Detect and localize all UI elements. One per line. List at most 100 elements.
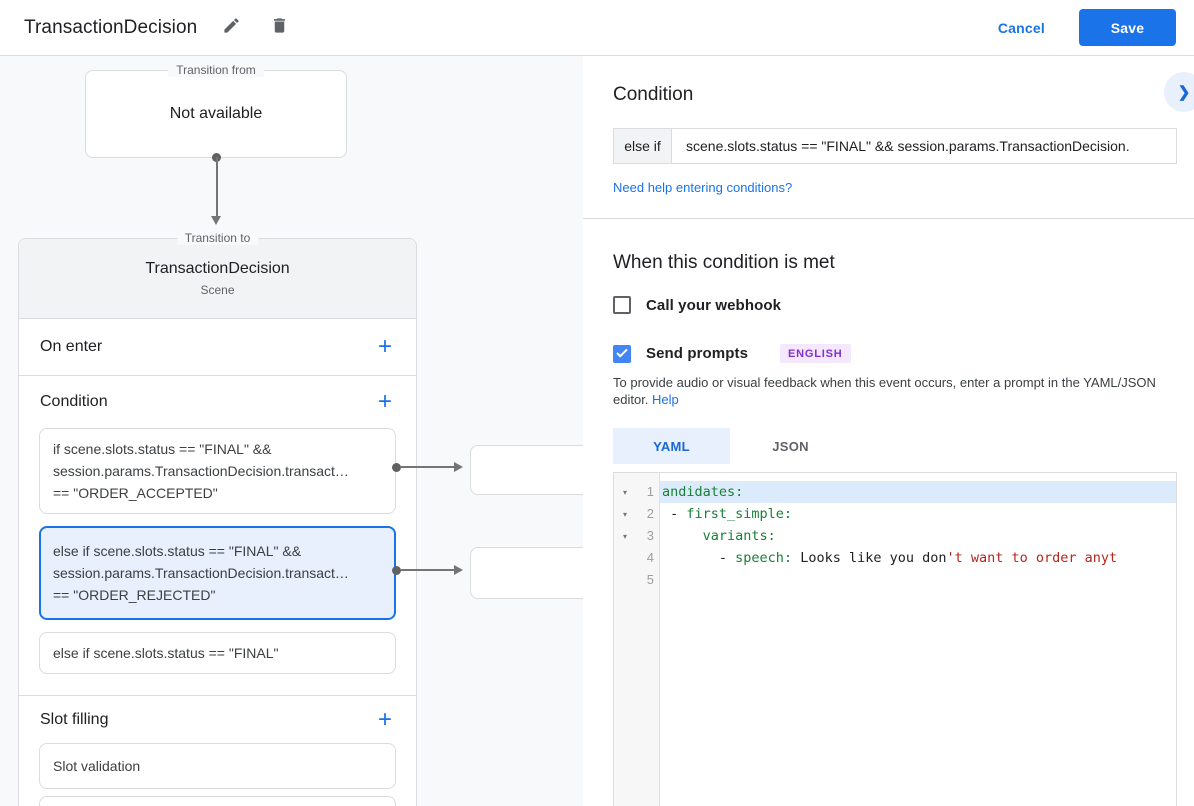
condition-line: == "ORDER_ACCEPTED" <box>53 485 218 501</box>
condition-card-rejected[interactable]: else if scene.slots.status == "FINAL" &&… <box>39 526 396 620</box>
transition-to-label: Transition to <box>176 231 259 245</box>
transition-from-box: Transition from Not available <box>85 63 347 158</box>
collapse-panel-button[interactable]: ❯ <box>1164 72 1194 112</box>
scene-name: TransactionDecision <box>145 260 290 277</box>
condition-input-row: else if <box>613 128 1177 164</box>
yaml-plain: - <box>662 506 687 522</box>
webhook-checkbox[interactable] <box>613 296 631 314</box>
add-slot-button[interactable]: + <box>378 707 392 731</box>
tab-yaml[interactable]: YAML <box>613 428 730 464</box>
webhook-row: Call your webhook <box>613 296 781 314</box>
yaml-key: variants: <box>702 528 776 544</box>
condition-help-link[interactable]: Need help entering conditions? <box>613 180 793 195</box>
yaml-plain: - <box>662 550 736 566</box>
slot-filling-section: Slot filling + Slot validation <box>19 696 416 806</box>
fold-arrow-icon[interactable]: ▾ <box>622 531 627 541</box>
line-number: 5 <box>646 572 654 587</box>
cancel-button[interactable]: Cancel <box>997 19 1045 36</box>
line-number-gutter: 1 2 3 4 5 <box>636 473 660 806</box>
yaml-plain: Looks like you don <box>792 550 947 566</box>
arrow-right-icon <box>454 462 463 472</box>
feedback-line-2: editor. <box>613 392 649 407</box>
code-line <box>660 569 1176 591</box>
connector-line <box>400 466 456 468</box>
delete-button[interactable] <box>267 16 291 40</box>
scene-card-header: TransactionDecision Scene <box>19 239 416 319</box>
transition-from-label: Transition from <box>168 63 264 77</box>
editor-tabs: YAML JSON <box>613 428 851 464</box>
plus-icon: + <box>377 388 392 415</box>
flow-canvas: Transition from Not available Transition… <box>0 56 583 806</box>
condition-section-head: Condition + <box>19 376 416 428</box>
arrow-down-icon <box>211 216 221 225</box>
yaml-key: speech: <box>735 550 793 566</box>
send-prompts-checkbox[interactable] <box>613 344 631 363</box>
code-line: - first_simple: <box>660 503 1176 525</box>
condition-card-accepted[interactable]: if scene.slots.status == "FINAL" && sess… <box>39 428 396 514</box>
condition-line: session.params.TransactionDecision.trans… <box>53 463 349 479</box>
save-button[interactable]: Save <box>1079 9 1176 46</box>
condition-line: else if scene.slots.status == "FINAL" <box>53 645 279 661</box>
slot-validation-label: Slot validation <box>53 758 141 774</box>
language-badge: ENGLISH <box>780 344 851 363</box>
transition-target-box[interactable] <box>470 445 583 495</box>
header-buttons: Cancel Save <box>998 9 1176 46</box>
code-line: - speech: Looks like you don't want to o… <box>660 547 1176 569</box>
connector-line <box>400 569 456 571</box>
scene-card: Transition to TransactionDecision Scene … <box>18 231 417 806</box>
scene-type: Scene <box>200 283 235 297</box>
connector-dot <box>392 566 401 575</box>
page-title: TransactionDecision <box>24 16 198 38</box>
yaml-string: 't want to order anyt <box>946 550 1118 566</box>
connector-dot <box>392 463 401 472</box>
condition-card-final[interactable]: else if scene.slots.status == "FINAL" <box>39 632 396 674</box>
help-link[interactable]: Help <box>652 392 679 407</box>
slot-validation-card[interactable]: Slot validation <box>39 743 396 789</box>
slot-filling-label: Slot filling <box>40 710 109 728</box>
code-line: variants: <box>660 525 1176 547</box>
plus-icon: + <box>377 333 392 360</box>
feedback-text: To provide audio or visual feedback when… <box>613 374 1179 408</box>
condition-operator: else if <box>613 128 672 164</box>
yaml-key: first_simple: <box>686 506 793 522</box>
tab-json[interactable]: JSON <box>772 438 809 454</box>
condition-input[interactable] <box>671 128 1177 164</box>
line-number: 3 <box>646 528 654 543</box>
connector-line <box>215 157 218 217</box>
yaml-plain <box>662 528 703 544</box>
slot-filling-head: Slot filling + <box>19 696 416 743</box>
divider <box>583 218 1194 219</box>
add-condition-button[interactable]: + <box>378 390 392 414</box>
add-on-enter-button[interactable]: + <box>378 335 392 359</box>
yaml-editor: ▾ ▾ ▾ 1 2 3 4 5 andidates: - first_simpl… <box>613 472 1177 806</box>
trash-icon <box>270 16 289 40</box>
webhook-label: Call your webhook <box>646 296 782 314</box>
condition-editor-panel: Condition ❯ else if Need help entering c… <box>583 56 1194 806</box>
panel-heading: Condition <box>613 84 694 105</box>
on-enter-label: On enter <box>40 338 103 355</box>
pencil-icon <box>222 16 241 40</box>
feedback-line-1: To provide audio or visual feedback when… <box>613 375 1156 390</box>
transition-target-box[interactable] <box>470 547 583 599</box>
when-met-heading: When this condition is met <box>613 252 835 273</box>
condition-line: == "ORDER_REJECTED" <box>53 587 216 603</box>
header: TransactionDecision Cancel Save <box>0 0 1194 56</box>
condition-label: Condition <box>40 393 108 410</box>
fold-arrow-icon[interactable]: ▾ <box>622 487 627 497</box>
edit-button[interactable] <box>219 16 243 40</box>
fold-gutter: ▾ ▾ ▾ <box>614 473 636 806</box>
line-number: 4 <box>646 550 654 565</box>
chevron-right-icon: ❯ <box>1177 84 1191 101</box>
condition-section: Condition + if scene.slots.status == "FI… <box>19 376 416 696</box>
header-actions <box>219 16 291 40</box>
line-number: 1 <box>646 484 654 499</box>
send-prompts-row: Send prompts ENGLISH <box>613 344 851 363</box>
plus-icon: + <box>377 705 392 733</box>
transition-from-value: Not available <box>169 105 263 122</box>
fold-arrow-icon[interactable]: ▾ <box>622 509 627 519</box>
slot-card-partial[interactable] <box>39 796 396 806</box>
code-area[interactable]: andidates: - first_simple: variants: - s… <box>660 473 1176 806</box>
checkmark-icon <box>616 345 628 363</box>
condition-line: else if scene.slots.status == "FINAL" && <box>53 543 302 559</box>
